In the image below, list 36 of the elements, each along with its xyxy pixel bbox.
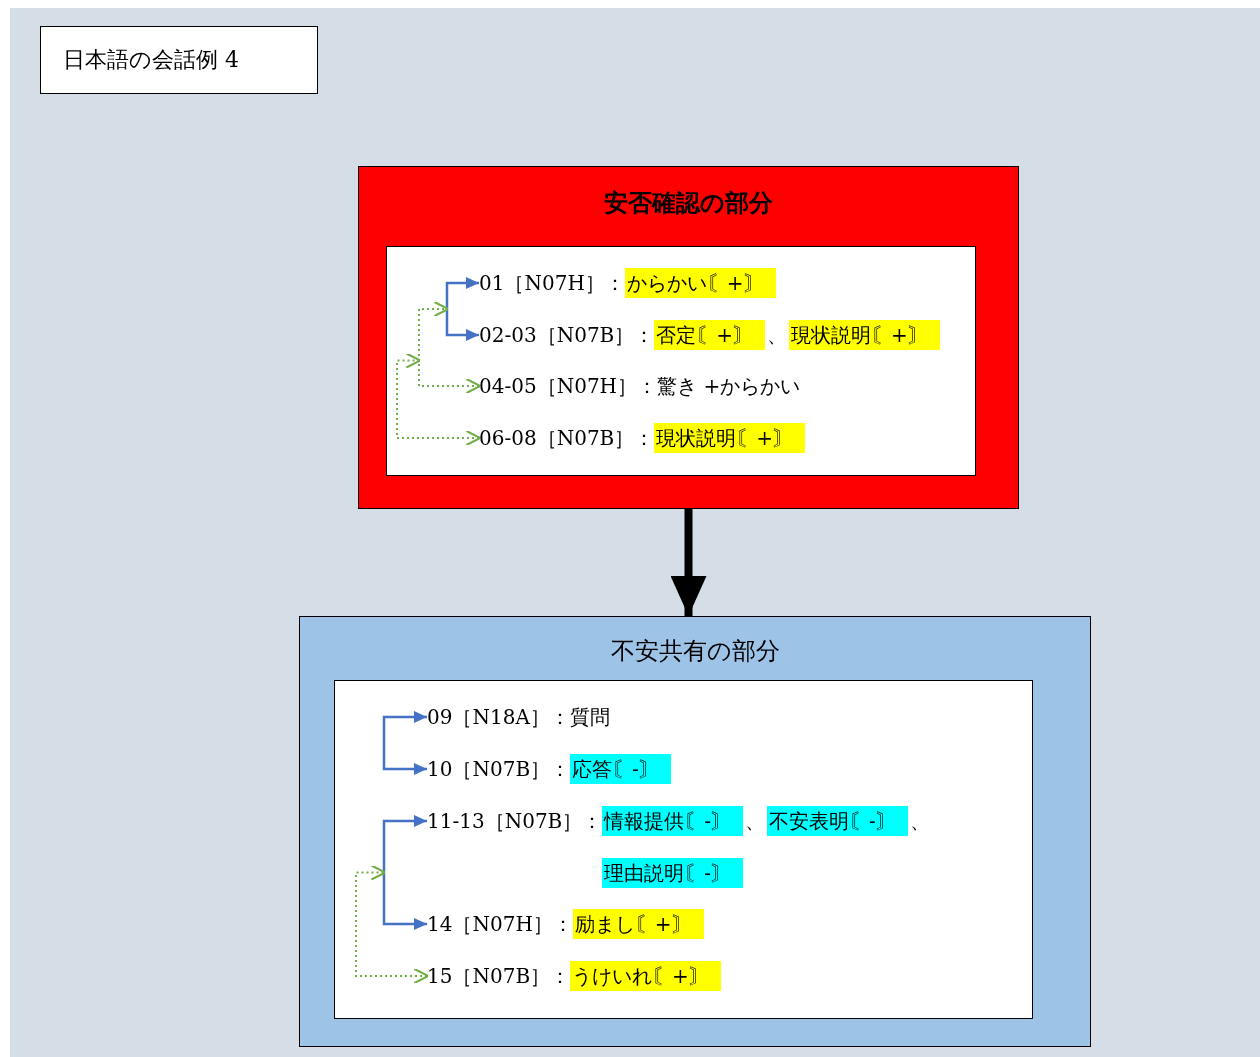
utterance-text: 06-08［N07B］： — [479, 425, 655, 452]
section-heading: 不安共有の部分 — [610, 637, 780, 665]
highlighted-label: 不安表明〘-〙 — [767, 806, 908, 836]
utterance-text: 02-03［N07B］： — [479, 322, 655, 349]
flow-arrow — [670, 509, 707, 616]
bracket-arrow — [445, 277, 479, 341]
section-panel — [358, 166, 1019, 509]
highlighted-label: 情報提供〘-〙 — [602, 806, 744, 836]
content-panel — [386, 246, 976, 476]
separator-comma: 、 — [766, 322, 789, 349]
utterance-text: 11-13［N07B］： — [427, 808, 603, 835]
utterance-text: 09［N18A］：質問 — [427, 704, 610, 731]
highlighted-label: 理由説明〘-〙 — [602, 858, 744, 888]
section-panel — [299, 616, 1091, 1047]
utterance-text: 10［N07B］： — [427, 756, 571, 783]
dotted-link-arrow — [418, 300, 482, 395]
bracket-arrow — [382, 711, 427, 775]
highlighted-label: 現状説明〘+〙 — [654, 423, 806, 453]
dotted-link-arrow — [396, 352, 482, 447]
utterance-text: 15［N07B］： — [427, 963, 571, 990]
highlighted-label: からかい〘+〙 — [624, 268, 776, 298]
highlighted-label: 応答〘-〙 — [570, 754, 671, 784]
content-panel — [334, 680, 1033, 1019]
section-heading: 安否確認の部分 — [604, 188, 773, 217]
highlighted-label: 否定〘+〙 — [654, 320, 766, 350]
utterance-text: 04-05［N07H］：驚き +からかい — [479, 373, 801, 400]
separator-comma: 、 — [908, 808, 931, 835]
bracket-arrow — [382, 815, 427, 930]
separator-comma: 、 — [744, 808, 767, 835]
utterance-text: 01［N07H］： — [479, 270, 625, 297]
dotted-link-arrow — [355, 864, 430, 985]
highlighted-label: うけいれ〘+〙 — [570, 961, 721, 991]
highlighted-label: 現状説明〘+〙 — [789, 320, 940, 350]
utterance-text: 14［N07H］： — [427, 911, 573, 938]
highlighted-label: 励まし〘+〙 — [572, 909, 704, 939]
title-box: 日本語の会話例 4 — [40, 26, 318, 94]
